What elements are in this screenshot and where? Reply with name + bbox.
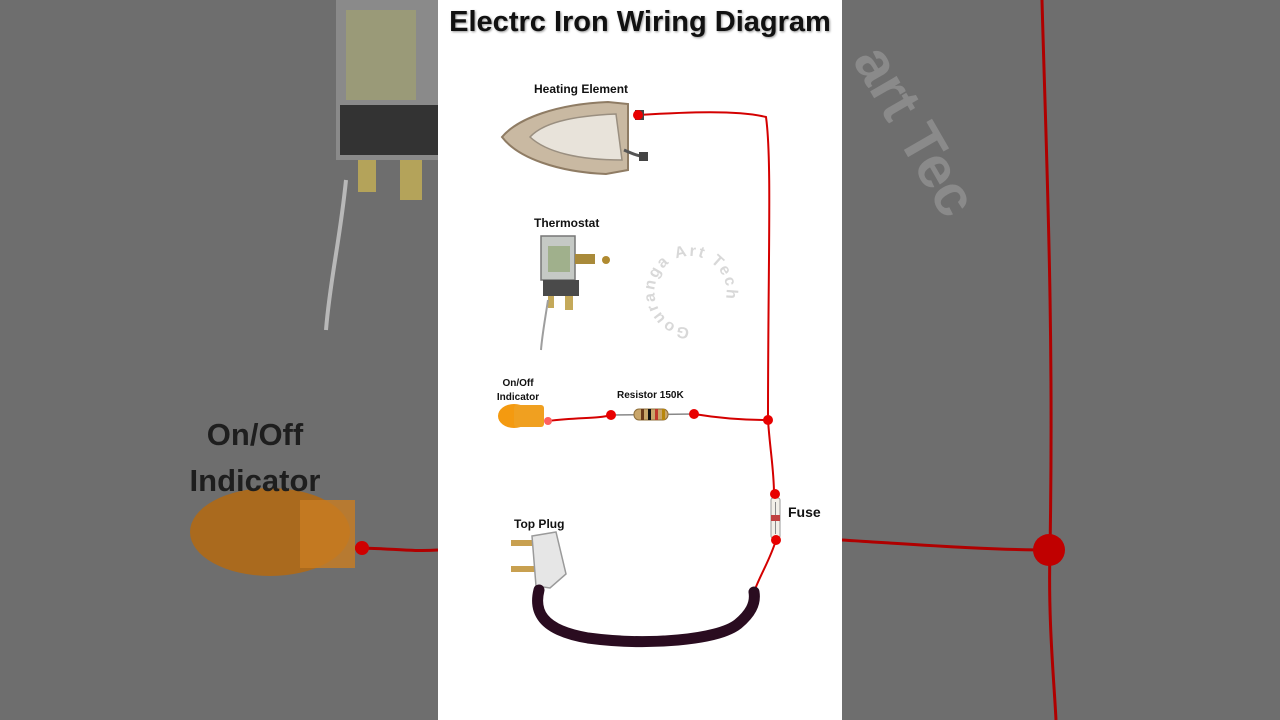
diagram-panel: Gouranga Art Tech bbox=[438, 0, 842, 720]
background-right-art: art Tec bbox=[842, 0, 1065, 720]
bg-watermark: art Tec bbox=[842, 34, 990, 227]
resistor-label: Resistor 150K bbox=[617, 390, 684, 401]
bg-terminal bbox=[400, 160, 422, 200]
wiring-diagram: Gouranga Art Tech bbox=[498, 100, 781, 648]
plug-label: Top Plug bbox=[514, 517, 565, 531]
bg-thermostat-label bbox=[346, 10, 416, 100]
node-heating bbox=[633, 110, 643, 120]
bg-terminal bbox=[358, 160, 376, 192]
bg-wire-vertical bbox=[1040, 0, 1058, 720]
bg-wire-white bbox=[324, 179, 348, 331]
fuse-label: Fuse bbox=[788, 504, 821, 520]
watermark: Gouranga Art Tech bbox=[641, 243, 740, 342]
heating-element-label: Heating Element bbox=[534, 82, 629, 96]
bg-bulb-base bbox=[300, 500, 355, 568]
fuse-icon bbox=[770, 497, 781, 539]
indicator-label: On/Off Indicator bbox=[496, 378, 540, 403]
power-cable bbox=[532, 584, 760, 648]
node-fuse-bottom bbox=[771, 535, 781, 545]
indicator-bulb-icon bbox=[498, 404, 552, 428]
diagram-title: Electrc Iron Wiring Diagram bbox=[449, 6, 831, 38]
resistor-icon bbox=[610, 408, 695, 421]
background-right: art Tec bbox=[842, 0, 1280, 720]
bg-wire-horizontal bbox=[842, 538, 1051, 552]
bg-node-large bbox=[1033, 534, 1065, 566]
thermostat-label: Thermostat bbox=[534, 216, 600, 230]
watermark-text: Gouranga Art Tech bbox=[641, 243, 738, 342]
node-resistor-right bbox=[689, 409, 699, 419]
wire-fuse-cable bbox=[753, 539, 777, 593]
node-resistor-left bbox=[606, 410, 616, 420]
wire-resistor-junction bbox=[693, 413, 769, 421]
background-left: On/Off Indicator bbox=[0, 0, 438, 720]
node-fuse-top bbox=[770, 489, 780, 499]
bg-node bbox=[355, 541, 369, 555]
bg-indicator-label: On/Off Indicator bbox=[189, 417, 321, 498]
node-junction bbox=[763, 415, 773, 425]
heating-element-icon bbox=[500, 100, 648, 176]
wire-indicator-resistor bbox=[547, 414, 612, 422]
background-left-art bbox=[190, 0, 438, 576]
thermostat-icon bbox=[540, 235, 610, 351]
bg-thermostat-switch bbox=[340, 105, 438, 155]
wire-main bbox=[637, 111, 775, 495]
plug-icon bbox=[511, 531, 567, 589]
